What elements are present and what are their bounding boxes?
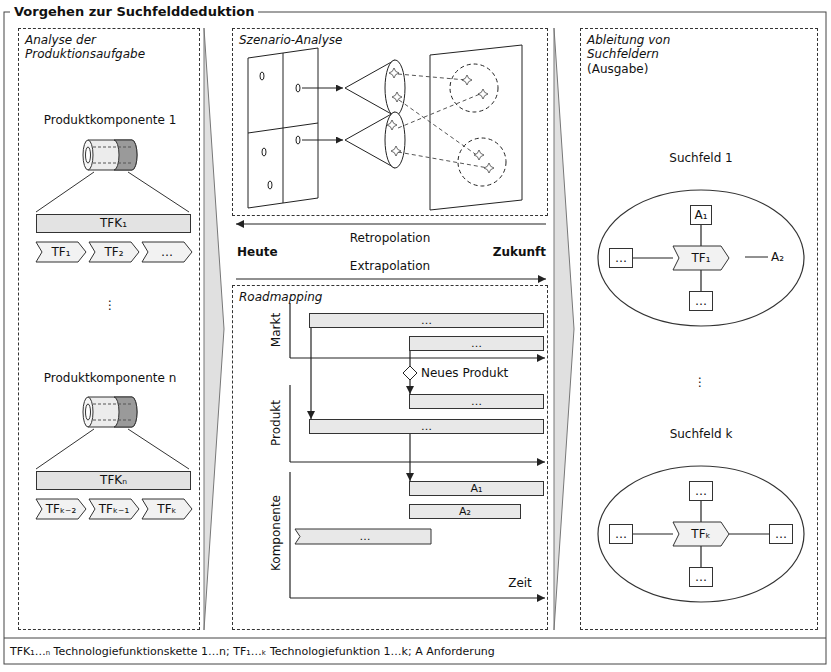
time-label: Heute [237,245,278,259]
requirement-box: … [609,524,633,544]
heading-text: Suchfeld 1 [596,151,806,165]
legend-caption: TFK₁…ₙ Technologiefunktionskette 1…n; TF… [10,645,495,658]
heading-text: Szenario-Analyse [233,29,389,47]
connector-line [700,546,701,567]
function-chevron: TF₁ [36,242,86,262]
connector-line [700,270,701,291]
function-chevron: … [142,242,192,262]
roadmap-bar: … [409,394,544,409]
function-chevron: TFₖ₋₂ [36,499,86,519]
node-text: A₂ [459,506,471,517]
node-text: TFₖ₋₂ [46,502,77,516]
function-chevron: TFₖ [673,522,729,546]
layer-label: Markt [269,313,283,347]
diagram-title: Vorgehen zur Suchfelddeduktion [10,4,258,20]
heading-text: Suchfeld k [596,427,806,441]
node-text: TFₖ₋₁ [99,502,130,516]
node-text: … [615,527,627,541]
heading-text: Analyse der Produktionsaufgabe [19,29,175,62]
ellipsis-mark: ⋮ [104,298,116,312]
node-text: TFₖ [157,502,176,516]
connector-line [729,533,769,534]
time-arrows [236,224,546,279]
heading-text: Roadmapping [233,286,389,304]
heading-text: Ableitung von Suchfeldern [581,29,737,62]
node-text: … [695,484,707,498]
connector-arrow [409,434,410,481]
flow-wedge [554,28,574,630]
axis-label: Zeit [508,576,532,590]
milestone-diamond [403,366,417,380]
connector-line [633,257,673,258]
node-text: … [421,315,432,326]
heading-text: (Ausgabe) [581,62,737,76]
search-field-ellipse: Suchfeld k … … TFₖ … … [596,427,806,604]
requirement-label: A₂ [771,250,784,264]
node-text: … [421,421,432,432]
node-text: TFKₙ [100,473,127,487]
milestone-label: Neues Produkt [421,366,508,380]
node-text: … [695,570,707,584]
roadmap-bar: A₂ [409,504,521,519]
requirement-box: A₁ [690,205,712,225]
node-text: … [471,396,482,407]
roadmap-axes [290,303,545,598]
layer-label: Komponente [269,495,283,571]
function-chevron: TFₖ₋₁ [89,499,139,519]
connector-line [700,501,701,522]
connector-layer [311,225,769,567]
node-text: … [775,527,787,541]
node-text: TF₂ [104,245,123,259]
flow-wedge [204,28,224,630]
roadmap-bar: … [309,313,544,328]
node-text: TFₖ [691,527,710,541]
roadmap-bar: … [309,419,544,434]
node-text: TF₁ [691,251,710,265]
node-text: … [615,251,627,265]
time-label: Zukunft [493,245,546,259]
function-chevron: TF₁ [673,246,729,270]
node-text: A₁ [694,208,707,222]
scenario-illustration [248,45,522,210]
outer-frame [4,12,826,664]
arrow-label: Retropolation [350,231,431,245]
node-text: … [471,338,482,349]
requirement-box: … [689,291,713,311]
ellipsis-mark: ⋮ [694,375,706,389]
roadmap-bar: … [409,336,544,351]
function-chain-bar: TFKₙ [36,471,191,490]
function-chevron: TFₖ [142,499,192,519]
function-chevron: TF₂ [89,242,139,262]
roadmap-bar: A₁ [409,481,544,496]
component-cylinder [36,397,189,469]
dashed-panel: Ableitung von Suchfeldern(Ausgabe) Suchfe… [580,28,818,630]
connector-line [633,533,673,534]
requirement-box: … [769,524,793,544]
arrow-label: Extrapolation [350,259,430,273]
caption-rule [4,638,826,639]
layer-label: Produkt [269,400,283,446]
node-text: … [356,531,371,542]
function-chain-bar: TFK₁ [36,214,191,233]
node-text: … [695,294,707,308]
requirement-box: … [609,248,633,268]
search-field-ellipse: Suchfeld 1 A₁ … TF₁ … [596,151,806,328]
requirement-box: … [689,567,713,587]
component-cylinder [36,140,189,212]
node-text: TFK₁ [100,216,127,230]
connector-arrow [310,328,311,419]
component-name: Produktkomponente n [44,371,177,385]
roadmap-bar: … [295,529,431,544]
dashed-panel: Szenario-Analyse [232,28,548,216]
connector-line [700,225,701,246]
node-text: TF₁ [51,245,70,259]
leader-line [745,257,768,258]
node-text: A₁ [471,483,483,494]
requirement-box: … [689,481,713,501]
node-text: … [161,245,173,259]
component-name: Produktkomponente 1 [44,113,177,127]
